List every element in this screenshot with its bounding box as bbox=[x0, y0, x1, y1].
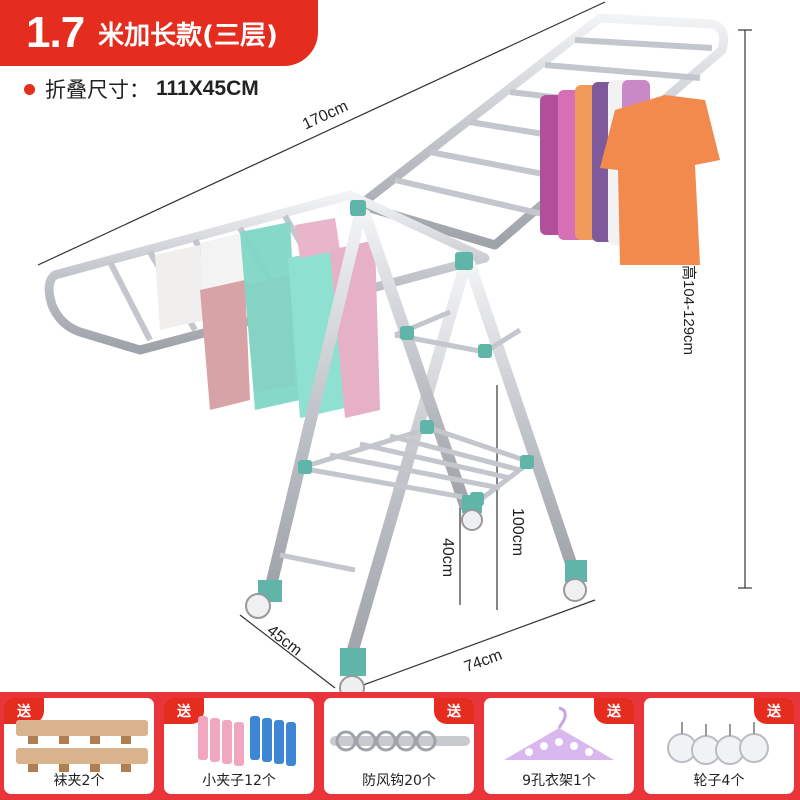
caster-wheel-icon bbox=[667, 722, 769, 765]
folded-size-spec: 折叠尺寸： 111X45CM bbox=[24, 74, 259, 104]
gift-name-sock-clip: 袜夹2个 bbox=[53, 773, 105, 789]
hanging-shirts bbox=[540, 80, 720, 265]
low-height-label: 40cm bbox=[439, 538, 456, 578]
height-dimension-label: 高104-129cm bbox=[680, 265, 697, 356]
folded-size-value: 111X45CM bbox=[156, 77, 259, 100]
dimension-lines bbox=[37, 1, 752, 689]
windproof-hook-icon bbox=[330, 730, 470, 752]
length-value: 1.7 bbox=[26, 8, 85, 57]
gift-name-windproof-hook: 防风钩20个 bbox=[362, 773, 436, 789]
model-label: 米加长款(三层) bbox=[98, 20, 278, 51]
sock-clip-icon bbox=[16, 720, 148, 772]
gift-card-clothespin: 送 小夹子12个 bbox=[164, 698, 314, 794]
gift-tag: 送 bbox=[754, 698, 794, 724]
folded-size-label: 折叠尺寸： bbox=[45, 78, 150, 102]
rack-frame bbox=[264, 209, 581, 666]
hanging-towels bbox=[155, 218, 380, 418]
caster-wheels bbox=[245, 495, 587, 692]
bullet-icon bbox=[24, 83, 35, 95]
gift-card-nine-hole-hanger: 送 9孔衣架1个 bbox=[484, 698, 634, 794]
shelf-height-label: 100cm bbox=[509, 508, 526, 557]
gift-tag: 送 bbox=[4, 698, 44, 724]
gift-tag: 送 bbox=[164, 698, 204, 724]
gift-name-nine-hole-hanger: 9孔衣架1个 bbox=[522, 773, 596, 789]
product-badge: 1.7 米加长款(三层) bbox=[0, 0, 318, 66]
gift-tag: 送 bbox=[594, 698, 634, 724]
gift-name-caster-wheel: 轮子4个 bbox=[693, 773, 745, 789]
gift-tag: 送 bbox=[434, 698, 474, 724]
gift-name-clothespin: 小夹子12个 bbox=[202, 773, 276, 789]
clothespin-icon bbox=[198, 716, 296, 766]
gift-card-windproof-hook: 送 防风钩20个 bbox=[324, 698, 474, 794]
nine-hole-hanger-icon bbox=[504, 706, 614, 760]
gift-card-caster-wheel: 送 轮子4个 bbox=[644, 698, 794, 794]
drying-rack-illustration bbox=[37, 1, 752, 692]
gift-bar: 送 袜夹2个 送 小夹子12个 送 bbox=[0, 692, 800, 800]
gift-card-sock-clip: 送 袜夹2个 bbox=[4, 698, 154, 794]
